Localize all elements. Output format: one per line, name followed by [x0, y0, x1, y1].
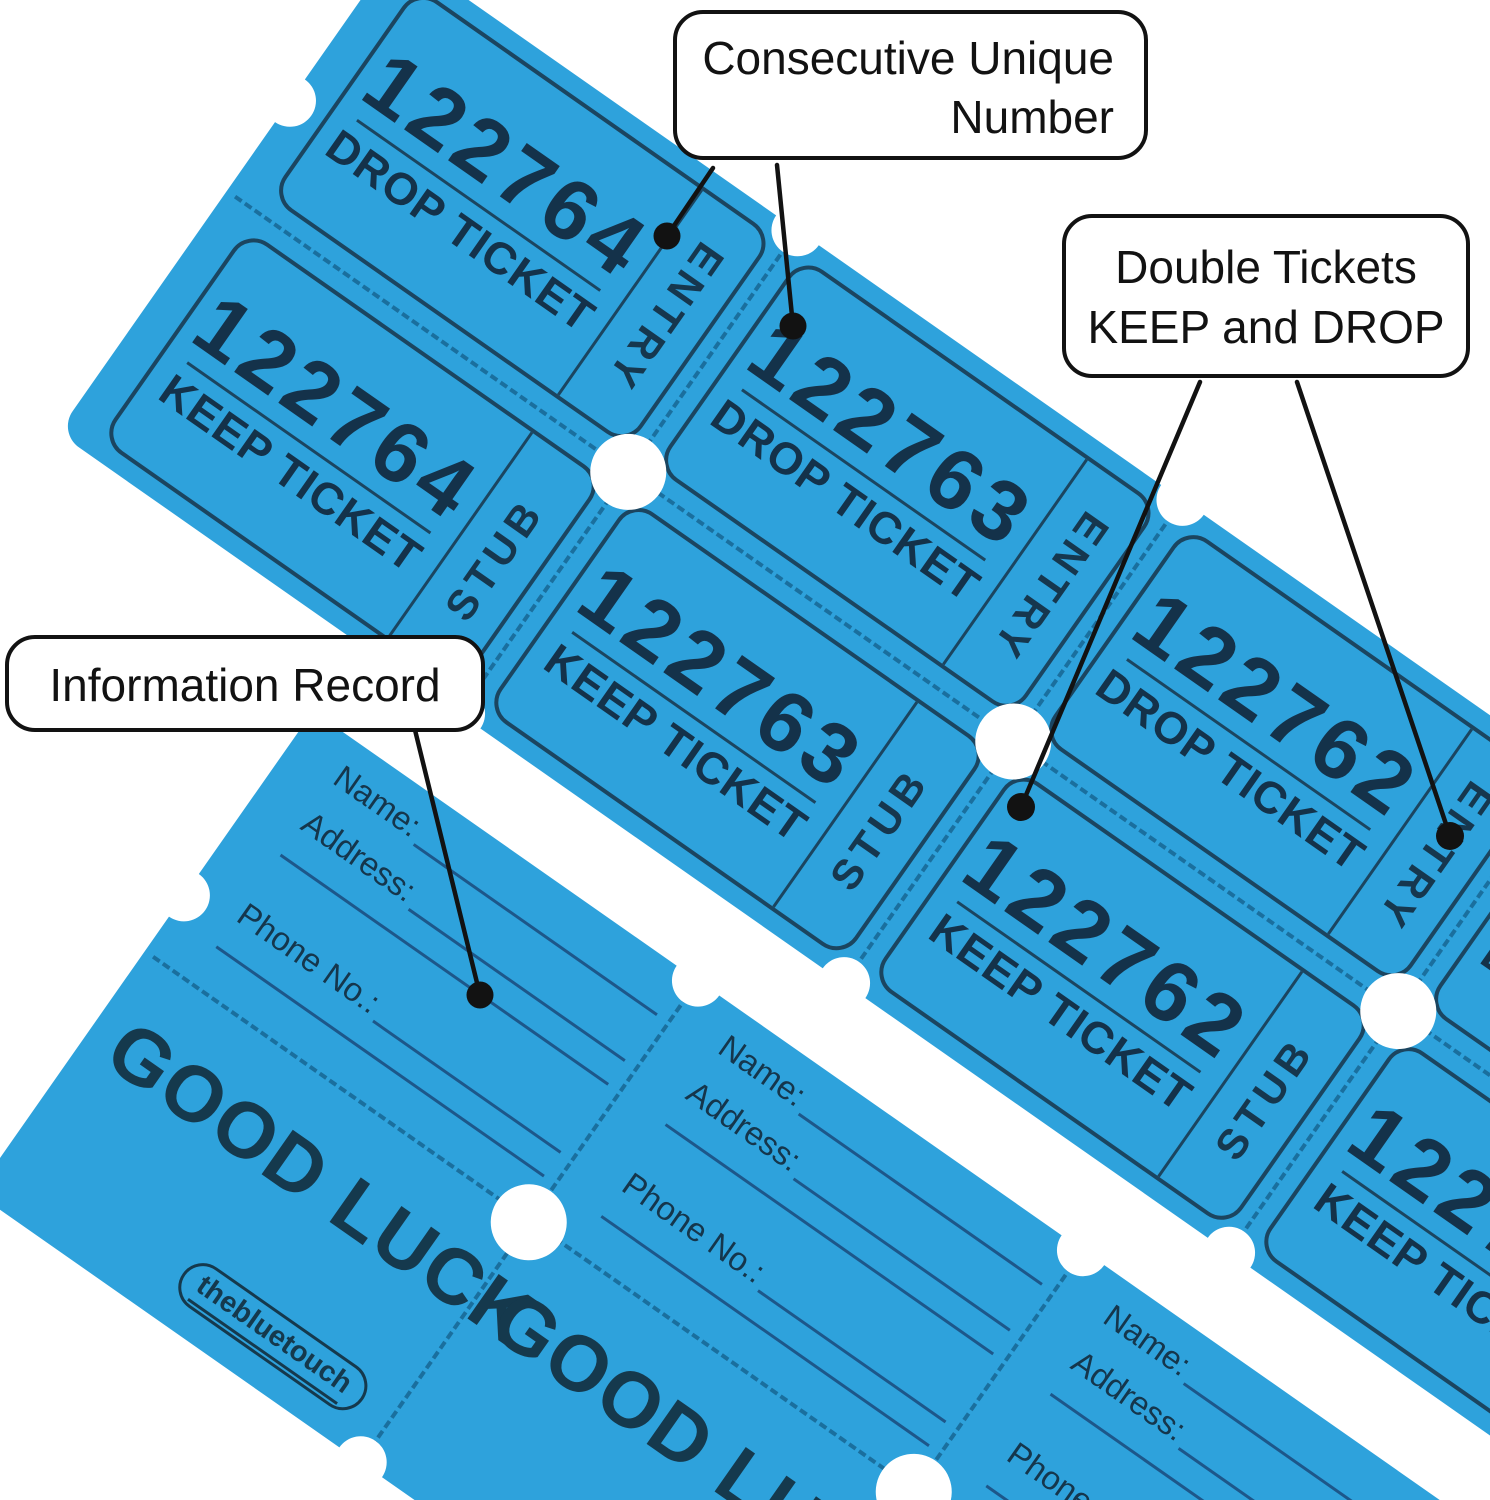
phone-label: Phone No.: — [230, 895, 388, 1021]
callout-information-record: Information Record — [5, 635, 485, 732]
callout-consecutive-unique-number: Consecutive Unique Number — [673, 10, 1148, 160]
callout-text-line: Information Record — [49, 659, 441, 711]
write-in-line — [757, 1288, 948, 1424]
phone-label: Phone No.: — [615, 1165, 773, 1291]
write-in-line — [372, 1019, 563, 1154]
brand-logo: thebluetouch — [168, 1253, 378, 1420]
callout-text-line: KEEP and DROP — [1087, 300, 1445, 353]
callout-text-line: Double Tickets — [1115, 241, 1417, 293]
callout-text-line: Consecutive Unique — [702, 32, 1114, 84]
callout-text-line: Number — [950, 90, 1114, 143]
phone-label: Phone No.: — [1000, 1434, 1158, 1500]
brand-name: thebluetouch — [187, 1269, 358, 1405]
callout-double-tickets: Double Tickets KEEP and DROP — [1062, 214, 1470, 378]
